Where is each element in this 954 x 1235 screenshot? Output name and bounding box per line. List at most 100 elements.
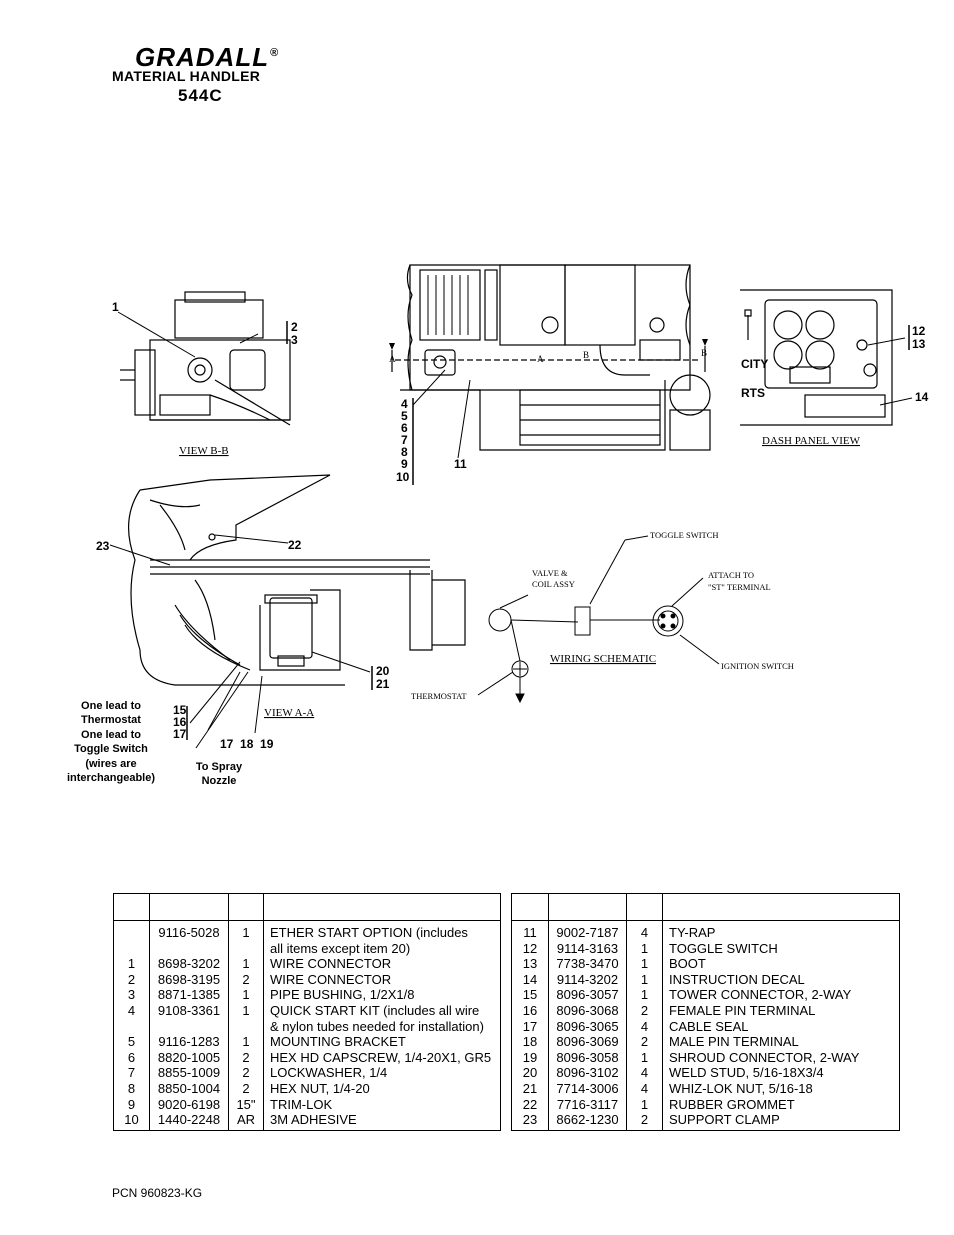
quantity: 1	[626, 1049, 663, 1066]
part-number: 8096-3058	[548, 1049, 627, 1066]
wiring-schematic-illustration	[477, 535, 720, 704]
item-number: 8	[127, 1080, 136, 1096]
part-number: 8096-3057	[548, 987, 627, 1003]
lead-note: One lead to Thermostat One lead to Toggl…	[67, 700, 155, 784]
callout-17: 17	[173, 727, 187, 741]
quantity: 1	[626, 1096, 663, 1113]
callout-21: 21	[376, 677, 390, 691]
item-number: 10	[124, 1112, 139, 1128]
item-number: 19	[522, 1049, 538, 1065]
installation-drawing: 1 2 3 VIEW B-B 4 5 6 7 8 9 10 11 A A B B…	[67, 264, 929, 787]
part-number: 9116-1283	[149, 1034, 229, 1050]
quantity: 1	[228, 956, 264, 972]
callout-7: 7	[401, 433, 408, 447]
valve-label-1: VALVE &	[532, 568, 568, 578]
item-number: 1	[127, 956, 136, 972]
part-number: 8850-1004	[149, 1080, 229, 1097]
callout-9: 9	[401, 457, 408, 471]
section-mark-b-left: B	[583, 350, 589, 360]
part-number: 7738-3470	[548, 956, 627, 972]
description: TOGGLE SWITCH	[662, 940, 900, 957]
quantity: 2	[228, 1049, 264, 1066]
description: WIRE CONNECTOR	[263, 971, 501, 988]
quantity: 2	[626, 1002, 663, 1019]
quantity: 15"	[228, 1096, 264, 1113]
callout-11: 11	[454, 457, 467, 471]
description: SHROUD CONNECTOR, 2-WAY	[662, 1049, 900, 1066]
quantity: 1	[626, 987, 663, 1003]
part-number: 8096-3102	[548, 1065, 627, 1081]
item-number: 3	[127, 987, 136, 1003]
part-number: 8820-1005	[149, 1049, 229, 1066]
brand-name: GRADALL	[135, 42, 270, 72]
quantity: 4	[626, 1065, 663, 1081]
callout-22: 22	[288, 538, 302, 552]
description: INSTRUCTION DECAL	[662, 971, 900, 988]
part-number: 1440-2248	[149, 1112, 229, 1131]
description: PIPE BUSHING, 1/2X1/8	[263, 987, 501, 1003]
callout-12: 12	[912, 324, 926, 338]
quantity: 2	[228, 1080, 264, 1097]
attach-label-1: ATTACH TO	[708, 570, 754, 580]
quantity: 1	[626, 940, 663, 957]
description: HEX HD CAPSCREW, 1/4-20X1, GR5	[263, 1049, 501, 1066]
thermostat-label: THERMOSTAT	[411, 691, 467, 701]
callout-10: 10	[396, 470, 410, 484]
description: QUICK START KIT (includes all wire& nylo…	[263, 1002, 501, 1035]
callout-15: 15	[173, 703, 187, 717]
dash-text-rts: RTS	[741, 386, 765, 400]
section-mark-a-left: A	[389, 354, 396, 364]
callout-5: 5	[401, 409, 408, 423]
drawing-label: To Spray	[196, 761, 243, 773]
item-number: 9	[127, 1096, 136, 1112]
model-number: 544C	[178, 86, 223, 105]
description: TRIM-LOK	[263, 1096, 501, 1113]
callout-4: 4	[401, 397, 408, 411]
part-number: 7716-3117	[548, 1096, 627, 1113]
callout-8: 8	[401, 445, 408, 459]
item-number: 23	[522, 1112, 538, 1128]
drawing-label: Nozzle	[202, 775, 237, 787]
item-number: 2	[127, 971, 136, 987]
description: MALE PIN TERMINAL	[662, 1034, 900, 1050]
callout-23: 23	[96, 539, 110, 553]
description: TOWER CONNECTOR, 2-WAY	[662, 987, 900, 1003]
dash-panel-illustration	[740, 289, 913, 426]
part-number: 8855-1009	[149, 1065, 229, 1081]
part-number: 8698-3202	[149, 956, 229, 972]
section-mark-b-right: B	[701, 348, 707, 358]
quantity: 4	[626, 920, 663, 941]
callout-13: 13	[912, 337, 926, 351]
callout-3: 3	[291, 333, 298, 347]
description: WIRE CONNECTOR	[263, 956, 501, 972]
item-number: 22	[522, 1096, 538, 1112]
description: WHIZ-LOK NUT, 5/16-18	[662, 1080, 900, 1097]
view-aa-label: VIEW A-A	[264, 707, 314, 719]
quantity: 1	[626, 971, 663, 988]
quantity: 2	[626, 1034, 663, 1050]
dash-panel-label: DASH PANEL VIEW	[762, 435, 861, 447]
attach-label-2: "ST" TERMINAL	[708, 582, 771, 592]
description: FEMALE PIN TERMINAL	[662, 1002, 900, 1019]
description: BOOT	[662, 956, 900, 972]
drawing-label: Thermostat	[81, 714, 141, 726]
description: SUPPORT CLAMP	[662, 1112, 900, 1131]
item-number: 21	[522, 1080, 538, 1096]
quantity: 4	[626, 1080, 663, 1097]
part-number: 9002-7187	[548, 920, 627, 941]
drawing-label: interchangeable)	[67, 772, 155, 784]
